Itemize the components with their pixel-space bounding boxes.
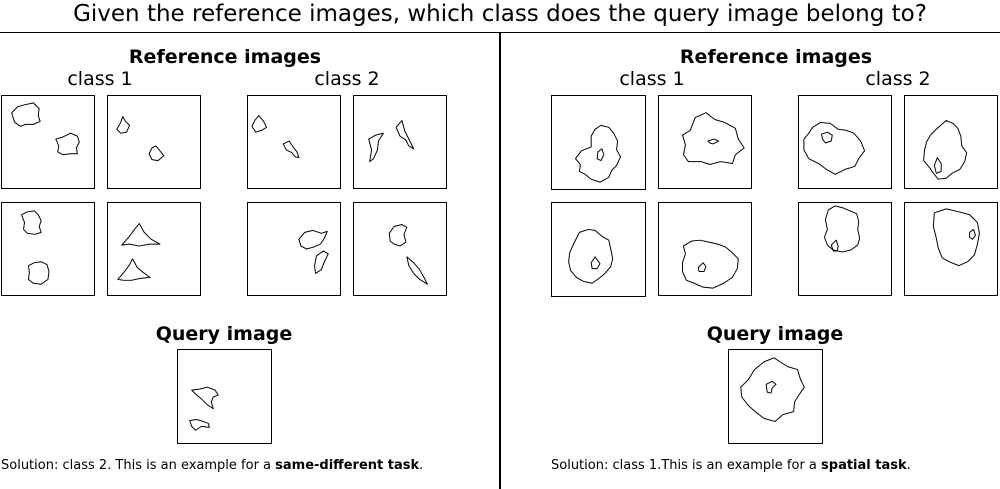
- reference-image-class2-a: [798, 95, 892, 189]
- task-name: same-different task: [275, 458, 420, 473]
- reference-image-class1-c: [1, 202, 95, 296]
- reference-image-class1-a: [551, 95, 646, 190]
- reference-image-class1-b: [107, 95, 201, 189]
- class-1-label: class 1: [619, 68, 685, 90]
- solution-text-spatial: Solution: class 1.This is an example for…: [551, 458, 911, 473]
- reference-image-class1-a: [1, 95, 95, 189]
- reference-image-class2-b: [904, 95, 998, 189]
- reference-image-class1-d: [658, 202, 752, 296]
- reference-image-class1-b: [658, 95, 752, 189]
- query-image-heading: Query image: [155, 323, 293, 345]
- class-2-label: class 2: [865, 68, 931, 90]
- reference-images-heading: Reference images: [128, 46, 322, 68]
- reference-image-class1-c: [551, 202, 646, 297]
- reference-image-class2-c: [798, 202, 892, 296]
- task-name: spatial task: [821, 458, 907, 473]
- class-1-label: class 1: [67, 68, 133, 90]
- reference-image-class1-d: [107, 202, 201, 296]
- reference-image-class2-b: [353, 95, 447, 189]
- query-image: [177, 349, 272, 444]
- reference-image-class2-a: [247, 95, 341, 189]
- class-2-label: class 2: [314, 68, 380, 90]
- reference-image-class2-c: [247, 202, 341, 296]
- reference-image-class2-d: [353, 202, 447, 296]
- solution-text-same-different: Solution: class 2. This is an example fo…: [1, 458, 424, 473]
- query-image: [728, 349, 823, 444]
- figure-title: Given the reference images, which class …: [73, 1, 927, 27]
- reference-image-class2-d: [904, 202, 998, 296]
- reference-images-heading: Reference images: [679, 46, 873, 68]
- query-image-heading: Query image: [706, 323, 844, 345]
- panel-divider-line: [499, 32, 501, 489]
